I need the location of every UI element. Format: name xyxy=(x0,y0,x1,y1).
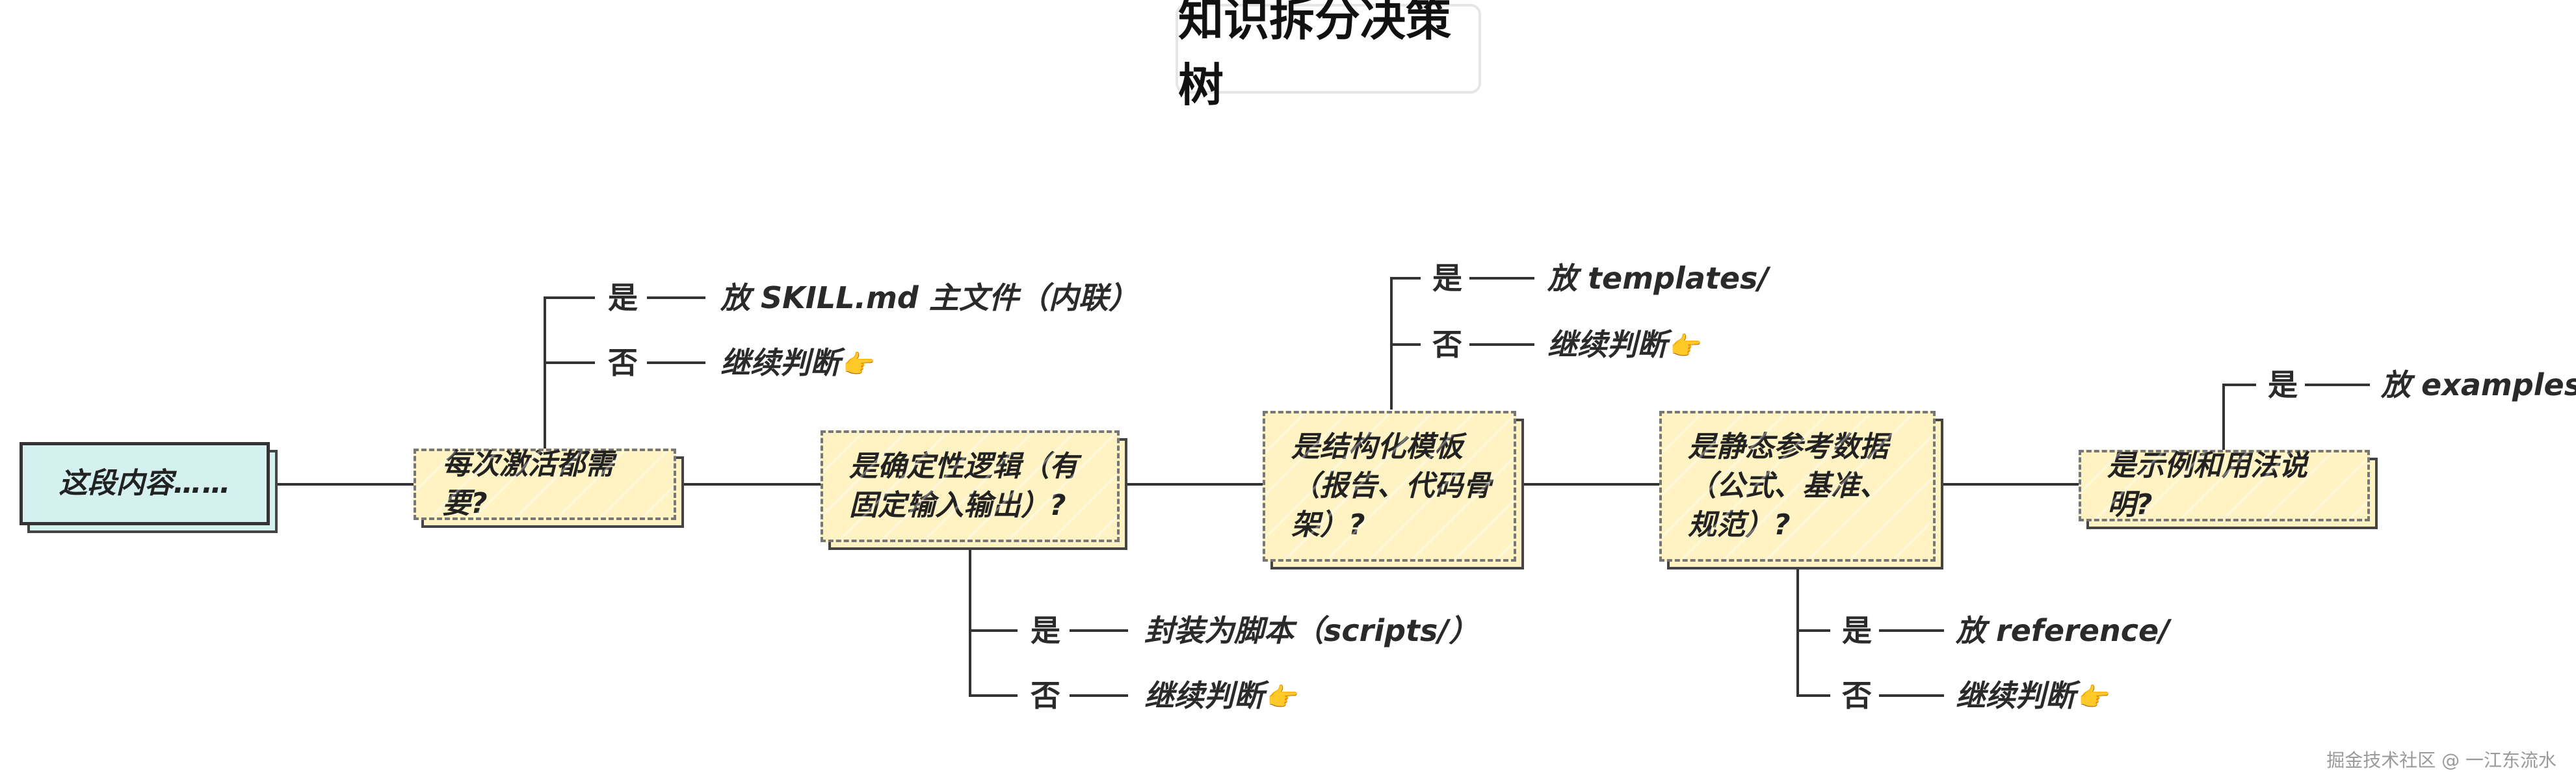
question-label-5: 是示例和用法说明? xyxy=(2107,449,2307,521)
q4-no-label: 否 xyxy=(1842,678,1872,713)
q2-yes-outcome: 封装为脚本（scripts/） xyxy=(1144,613,1479,648)
pointing-hand-icon: 👉 xyxy=(1267,683,1299,712)
question-label-4: 是静态参考数据（公式、基准、规范）? xyxy=(1688,430,1888,542)
question-node-1: 每次激活都需要? xyxy=(414,448,684,528)
question-label-3: 是结构化模板（报告、代码骨架）? xyxy=(1291,430,1492,542)
q2-branch-trunk xyxy=(969,546,1018,697)
question-label-2: 是确定性逻辑（有固定输入输出）? xyxy=(849,450,1078,522)
q3-yes-label: 是 xyxy=(1432,261,1462,296)
pointing-hand-icon: 👉 xyxy=(1670,332,1702,361)
pointing-hand-icon: 👉 xyxy=(843,350,875,380)
q3-no-label: 否 xyxy=(1432,327,1462,362)
question-node-5: 是示例和用法说明? xyxy=(2079,449,2378,529)
start-node: 这段内容…… xyxy=(20,442,278,533)
q4-branch-trunk xyxy=(1796,564,1830,697)
q1-branch-trunk xyxy=(544,296,595,449)
start-node-label: 这段内容…… xyxy=(59,467,231,500)
q3-branch-trunk xyxy=(1390,277,1421,410)
q1-yes-outcome: 放 SKILL.md 主文件（内联） xyxy=(720,280,1138,315)
question-label-1: 每次激活都需要? xyxy=(442,448,614,520)
q5-branch-trunk xyxy=(2222,384,2256,450)
q2-no-outcome: 继续判断 xyxy=(1144,678,1264,713)
q5-yes-label: 是 xyxy=(2268,367,2298,402)
q4-no-outcome: 继续判断 xyxy=(1956,678,2075,713)
q4-yes-outcome: 放 reference/ xyxy=(1956,613,2170,648)
q3-no-outcome: 继续判断 xyxy=(1547,327,1667,362)
pointing-hand-icon: 👉 xyxy=(2078,683,2110,712)
q1-no-outcome: 继续判断 xyxy=(720,345,840,380)
q2-yes-label: 是 xyxy=(1031,613,1060,648)
watermark: 掘金技术社区 @ 一江东流水 xyxy=(2326,750,2556,771)
q3-no-outcome-wrap: 继续判断👉 xyxy=(1547,326,1702,365)
q3-yes-outcome: 放 templates/ xyxy=(1547,261,1769,296)
question-node-3: 是结构化模板（报告、代码骨架）? xyxy=(1263,411,1524,569)
q1-no-label: 否 xyxy=(608,345,638,380)
diagram-title: 知识拆分决策树 xyxy=(1176,0,1481,112)
q4-yes-label: 是 xyxy=(1842,613,1872,648)
q2-no-outcome-wrap: 继续判断👉 xyxy=(1144,677,1299,716)
q5-yes-outcome: 放 examples/ xyxy=(2381,367,2576,402)
question-node-4: 是静态参考数据（公式、基准、规范）? xyxy=(1659,411,1943,569)
q1-no-outcome-wrap: 继续判断👉 xyxy=(720,345,875,383)
q4-no-outcome-wrap: 继续判断👉 xyxy=(1956,677,2110,716)
q1-yes-label: 是 xyxy=(608,280,638,315)
question-node-2: 是确定性逻辑（有固定输入输出）? xyxy=(821,430,1127,550)
q2-no-label: 否 xyxy=(1031,678,1060,713)
